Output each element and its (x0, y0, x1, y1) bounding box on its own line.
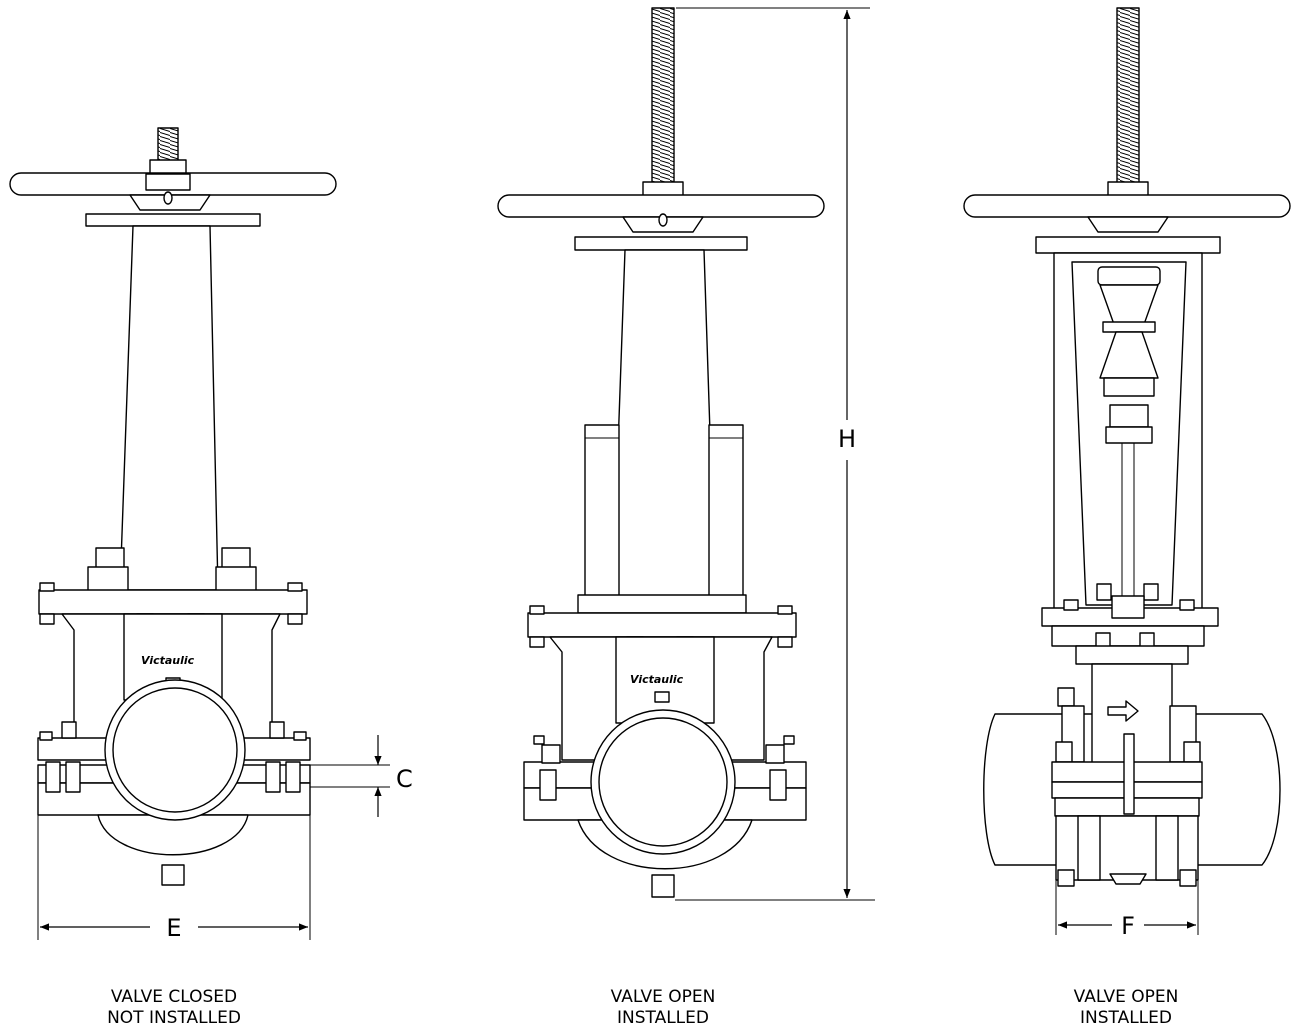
caption-closed-line2: NOT INSTALLED (107, 1008, 241, 1028)
caption-open-line1: VALVE OPEN (611, 987, 716, 1007)
dimension-h: H (675, 7, 875, 901)
dimension-f-label: F (1121, 912, 1135, 940)
view-open: Victaulic (497, 7, 825, 898)
stem (651, 7, 675, 185)
caption-open-side-line1: VALVE OPEN (1074, 987, 1179, 1007)
caption-closed-line1: VALVE CLOSED (111, 987, 237, 1007)
caption-open-side-line2: INSTALLED (1080, 1008, 1172, 1028)
bottom-housing (97, 814, 249, 856)
view-open-side (963, 7, 1291, 887)
yoke-column (119, 225, 219, 591)
yoke-top-plate (1035, 236, 1221, 254)
dimension-f: F (1055, 880, 1199, 940)
yoke-column (611, 249, 717, 617)
flow-arrow (1107, 700, 1139, 722)
yoke-top-plate (574, 236, 748, 251)
captions: VALVE CLOSED NOT INSTALLED VALVE OPEN IN… (107, 987, 1178, 1028)
stem (1116, 7, 1140, 185)
top-flange (38, 589, 308, 615)
yoke-top-plate (85, 213, 261, 227)
top-flange (527, 612, 797, 638)
caption-open-line2: INSTALLED (617, 1008, 709, 1028)
handwheel (497, 194, 825, 218)
handwheel (963, 194, 1291, 218)
brand-logo: Victaulic (141, 654, 195, 667)
stem-nut (642, 181, 684, 197)
dimension-c-label: C (396, 765, 413, 793)
brand-logo: Victaulic (630, 673, 684, 686)
dimension-h-label: H (838, 425, 856, 453)
stem-coupling (1097, 266, 1161, 286)
dimension-c: C (310, 735, 413, 817)
stem-nut (149, 159, 187, 175)
stem-nut (1107, 181, 1149, 197)
dimension-e-label: E (166, 914, 181, 942)
dimension-e: E (37, 815, 311, 942)
stem (157, 127, 179, 163)
handwheel-hub (1087, 216, 1169, 233)
view-closed: Victaulic (9, 127, 337, 886)
